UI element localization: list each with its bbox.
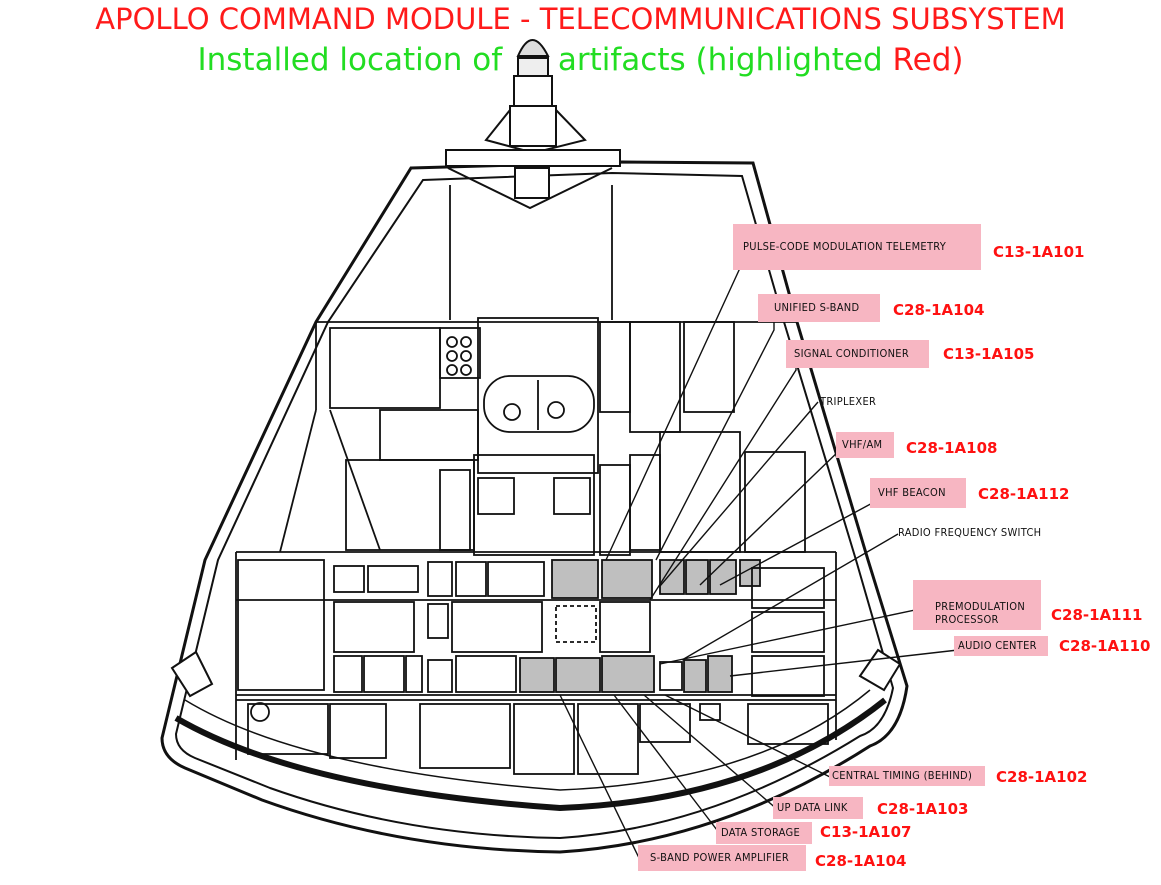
diagram-title: APOLLO COMMAND MODULE - TELECOMMUNICATIO… [95,2,1066,36]
label-pcm-telemetry: PULSE-CODE MODULATION TELEMETRY [733,224,981,270]
label-radio-frequency-switch: RADIO FREQUENCY SWITCH [898,526,1042,539]
label-premodulation-processor: PREMODULATION PROCESSOR [913,580,1041,630]
label-s-band-power-amplifier: S-BAND POWER AMPLIFIER [638,845,806,871]
label-premod-line2: PROCESSOR [935,613,999,626]
subtitle-green-part-2: artifacts (highlighted [557,42,883,78]
code-unified-s-band: C28-1A104 [893,301,985,319]
code-vhf-beacon: C28-1A112 [978,485,1070,503]
lower-equipment-bay [236,559,836,775]
code-up-data-link: C28-1A103 [877,800,969,818]
diagram-subtitle: Installed location of artifacts (highlig… [0,42,1161,78]
code-s-band-power-amplifier: C28-1A104 [815,852,907,870]
label-vhf-am: VHF/AM [836,432,894,458]
code-audio-center: C28-1A110 [1059,637,1151,655]
label-audio-center: AUDIO CENTER [954,636,1048,656]
code-data-storage: C13-1A107 [820,823,912,841]
code-signal-conditioner: C13-1A105 [943,345,1035,363]
label-up-data-link: UP DATA LINK [773,797,863,819]
code-central-timing: C28-1A102 [996,768,1088,786]
heat-shield-band [174,697,887,812]
cabin-interior [235,185,837,760]
code-premodulation-processor: C28-1A111 [1051,606,1143,624]
label-triplexer: TRIPLEXER [820,395,877,408]
label-unified-s-band: UNIFIED S-BAND [758,294,880,322]
code-vhf-am: C28-1A108 [906,439,998,457]
side-thrusters [170,648,902,698]
label-signal-conditioner: SIGNAL CONDITIONER [786,340,929,368]
subtitle-green-part: Installed location of [197,42,503,78]
label-central-timing: CENTRAL TIMING (BEHIND) [829,766,985,786]
code-pcm-telemetry: C13-1A101 [993,243,1085,261]
docking-probe [445,39,621,210]
label-vhf-beacon: VHF BEACON [870,478,966,508]
label-premod-line1: PREMODULATION [935,600,1026,613]
subtitle-red-word: Red) [892,42,964,78]
capsule-shell [160,160,909,854]
label-data-storage: DATA STORAGE [716,822,812,844]
